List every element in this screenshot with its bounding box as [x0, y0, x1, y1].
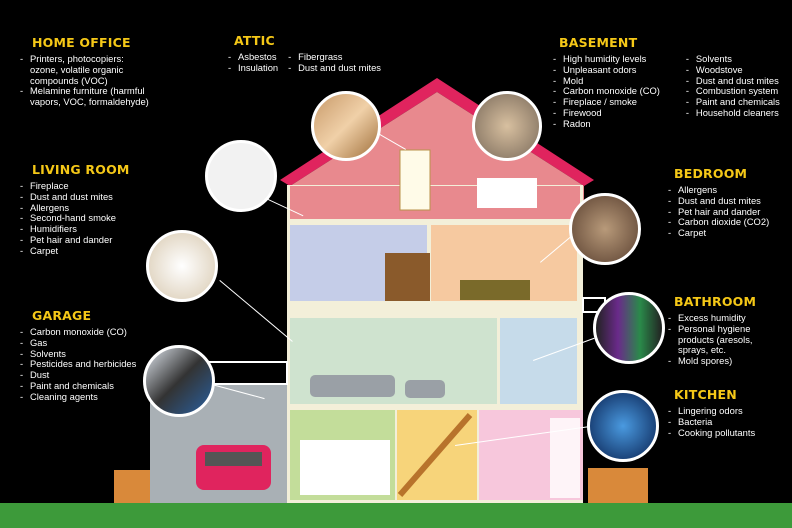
- list-item: Fibergrass: [288, 51, 381, 63]
- list-item: Combustion system: [686, 86, 780, 97]
- list-item: Pet hair and dander: [668, 206, 769, 218]
- list-item: Paint and chemicals: [20, 380, 136, 392]
- spray-cans-photo: [593, 292, 665, 364]
- garage-section: GARAGE Carbon monoxide (CO)GasSolventsPe…: [20, 308, 136, 403]
- chemicals-photo: [143, 345, 215, 417]
- living-room-title: LIVING ROOM: [32, 162, 130, 177]
- list-item: Unpleasant odors: [553, 64, 660, 76]
- list-item: Dust and dust mites: [668, 195, 769, 207]
- list-item: Dust and dust mites: [686, 75, 780, 87]
- ground: [0, 503, 792, 528]
- dust-mites-photo: [569, 193, 641, 265]
- bedroom-title: BEDROOM: [674, 166, 748, 181]
- home-office-title: HOME OFFICE: [32, 35, 131, 50]
- list-item: Dust and dust mites: [20, 191, 130, 203]
- list-item: Humidifiers: [20, 223, 130, 235]
- list-item: Woodstove: [686, 64, 780, 76]
- list-item: Mold spores): [668, 355, 783, 367]
- list-item: Carbon dioxide (CO2): [668, 217, 769, 228]
- list-item: Printers, photocopiers: ozone, volatile …: [20, 53, 150, 86]
- list-item: Excess humidity: [668, 312, 783, 324]
- fence: [114, 468, 648, 503]
- list-item: Lingering odors: [668, 405, 755, 417]
- list-item: High humidity levels: [553, 53, 660, 65]
- list-item: Bacteria: [668, 416, 755, 428]
- dust-photo: [146, 230, 218, 302]
- list-item: Household cleaners: [686, 107, 780, 119]
- kitchen-section: KITCHEN Lingering odorsBacteriaCooking p…: [668, 387, 755, 438]
- list-item: Solvents: [20, 348, 136, 360]
- bacteria-photo: [587, 390, 659, 462]
- list-item: Allergens: [20, 202, 130, 214]
- list-item: Asbestos: [228, 51, 278, 63]
- bathroom-title: BATHROOM: [674, 294, 757, 309]
- list-item: Second-hand smoke: [20, 213, 130, 224]
- list-item: Insulation: [228, 62, 278, 74]
- list-item: Personal hygiene products (aresols, spra…: [668, 323, 783, 356]
- bathroom-section: BATHROOM Excess humidityPersonal hygiene…: [668, 294, 783, 367]
- car: [196, 445, 271, 490]
- list-item: Fireplace: [20, 180, 130, 192]
- list-item: Dust and dust mites: [288, 62, 381, 74]
- attic-section: ATTIC AsbestosInsulation FibergrassDust …: [228, 33, 381, 74]
- basement-section: BASEMENT High humidity levelsUnpleasant …: [553, 35, 780, 130]
- insulation-photo: [311, 91, 381, 161]
- printer-photo: [205, 140, 277, 212]
- list-item: Cleaning agents: [20, 391, 136, 403]
- list-item: Carbon monoxide (CO): [553, 86, 660, 97]
- basement-title: BASEMENT: [559, 35, 638, 50]
- list-item: Allergens: [668, 184, 769, 196]
- garage-title: GARAGE: [32, 308, 92, 323]
- attic-title: ATTIC: [234, 33, 275, 48]
- list-item: Pesticides and herbicides: [20, 359, 136, 370]
- list-item: Cooking pollutants: [668, 427, 755, 439]
- list-item: Dust: [20, 369, 136, 381]
- list-item: Gas: [20, 337, 136, 349]
- list-item: Paint and chemicals: [686, 96, 780, 108]
- bathroom-room: [500, 318, 577, 404]
- list-item: Carpet: [20, 245, 130, 257]
- cats-photo: [472, 91, 542, 161]
- list-item: Solvents: [686, 53, 780, 65]
- living-room-section: LIVING ROOM FireplaceDust and dust mites…: [20, 162, 130, 257]
- list-item: Firewood: [553, 107, 660, 119]
- list-item: Pet hair and dander: [20, 234, 130, 246]
- kitchen-title: KITCHEN: [674, 387, 737, 402]
- home-office-section: HOME OFFICE Printers, photocopiers: ozon…: [20, 35, 150, 108]
- list-item: Carpet: [668, 227, 769, 239]
- list-item: Melamine furniture (harmful vapors, VOC,…: [20, 86, 150, 108]
- list-item: Fireplace / smoke: [553, 96, 660, 108]
- list-item: Radon: [553, 118, 660, 130]
- list-item: Carbon monoxide (CO): [20, 326, 136, 338]
- list-item: Mold: [553, 75, 660, 87]
- bedroom-section: BEDROOM AllergensDust and dust mitesPet …: [668, 166, 769, 239]
